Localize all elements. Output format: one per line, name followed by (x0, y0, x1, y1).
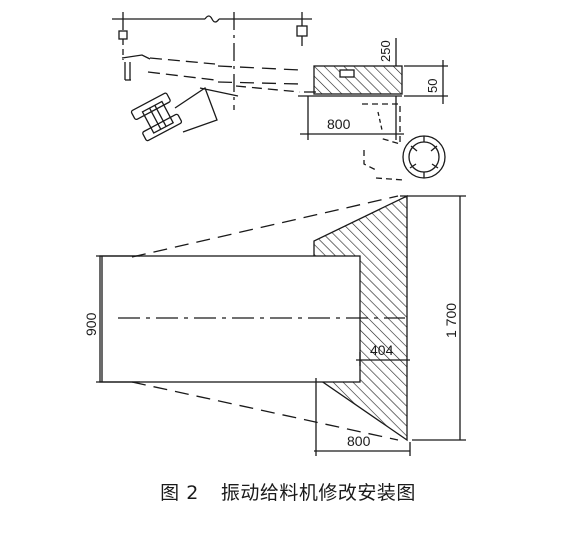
dim-800-bottom-label: 800 (347, 433, 371, 449)
chute-opening (99, 255, 361, 383)
head-pulley (363, 135, 446, 181)
dim-900-label: 900 (83, 312, 99, 336)
side-view (112, 12, 448, 181)
overhead-rail (112, 12, 312, 110)
dim-50-label: 50 (425, 79, 440, 93)
dim-250-label: 250 (378, 40, 393, 62)
left-chute (121, 54, 301, 93)
feeder-block-side (298, 38, 448, 145)
dim-404-label: 404 (370, 342, 394, 358)
dim-800-top-label: 800 (327, 116, 351, 132)
figure-title: 振动给料机修改安装图 (220, 482, 416, 504)
figure-caption: 图 2 振动给料机修改安装图 (0, 478, 576, 505)
vibrator-motor (130, 87, 239, 142)
plan-view (96, 194, 466, 456)
figure-number: 图 2 (160, 482, 199, 504)
dim-1700-label: 1 700 (443, 303, 459, 338)
